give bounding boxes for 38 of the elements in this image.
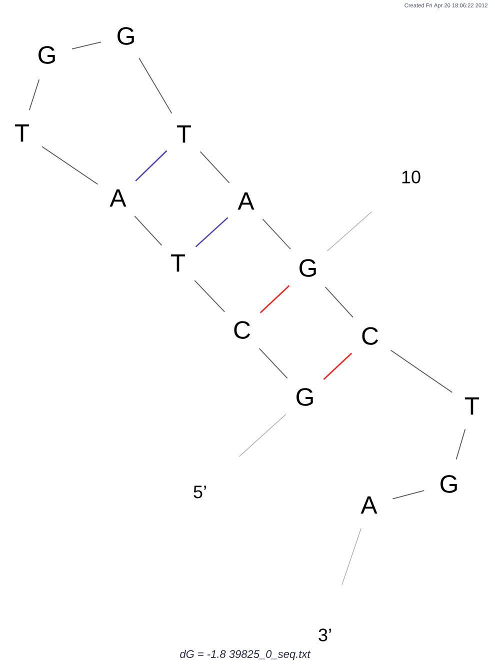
base-letter: G — [38, 46, 55, 64]
backbone-line — [262, 218, 291, 250]
end-label: 3’ — [318, 628, 331, 642]
base-pair-line — [195, 217, 228, 248]
backbone-line — [41, 146, 98, 185]
base-letter: A — [110, 189, 126, 207]
leader-line — [342, 528, 362, 586]
leader-line — [326, 211, 372, 252]
base-letter: G — [300, 259, 316, 277]
base-letter: T — [176, 125, 192, 143]
base-letter: G — [440, 475, 457, 493]
backbone-line — [390, 350, 453, 393]
backbone-line — [72, 42, 102, 50]
base-letter: A — [360, 496, 378, 514]
backbone-line — [324, 286, 354, 318]
base-letter: T — [14, 124, 30, 142]
base-pair-line — [260, 285, 290, 314]
leader-line — [238, 414, 286, 457]
base-letter: G — [296, 388, 313, 406]
backbone-line — [138, 58, 172, 114]
backbone-line — [194, 280, 226, 312]
base-letter: C — [362, 327, 378, 345]
base-letter: C — [234, 321, 250, 339]
caption-text: dG = -1.8 39825_0_seq.txt — [180, 650, 311, 660]
base-letter: T — [170, 254, 186, 272]
base-pair-line — [323, 352, 352, 380]
backbone-line — [456, 428, 466, 460]
backbone-line — [200, 151, 230, 184]
base-pair-line — [135, 150, 168, 182]
backbone-line — [392, 490, 425, 500]
base-letter: T — [464, 397, 480, 415]
base-letter: G — [118, 27, 134, 45]
end-label: 5’ — [194, 486, 206, 498]
backbone-line — [134, 216, 162, 246]
backbone-line — [28, 79, 40, 111]
backbone-line — [258, 348, 288, 379]
position-number: 10 — [402, 170, 420, 184]
base-letter: A — [238, 192, 254, 210]
